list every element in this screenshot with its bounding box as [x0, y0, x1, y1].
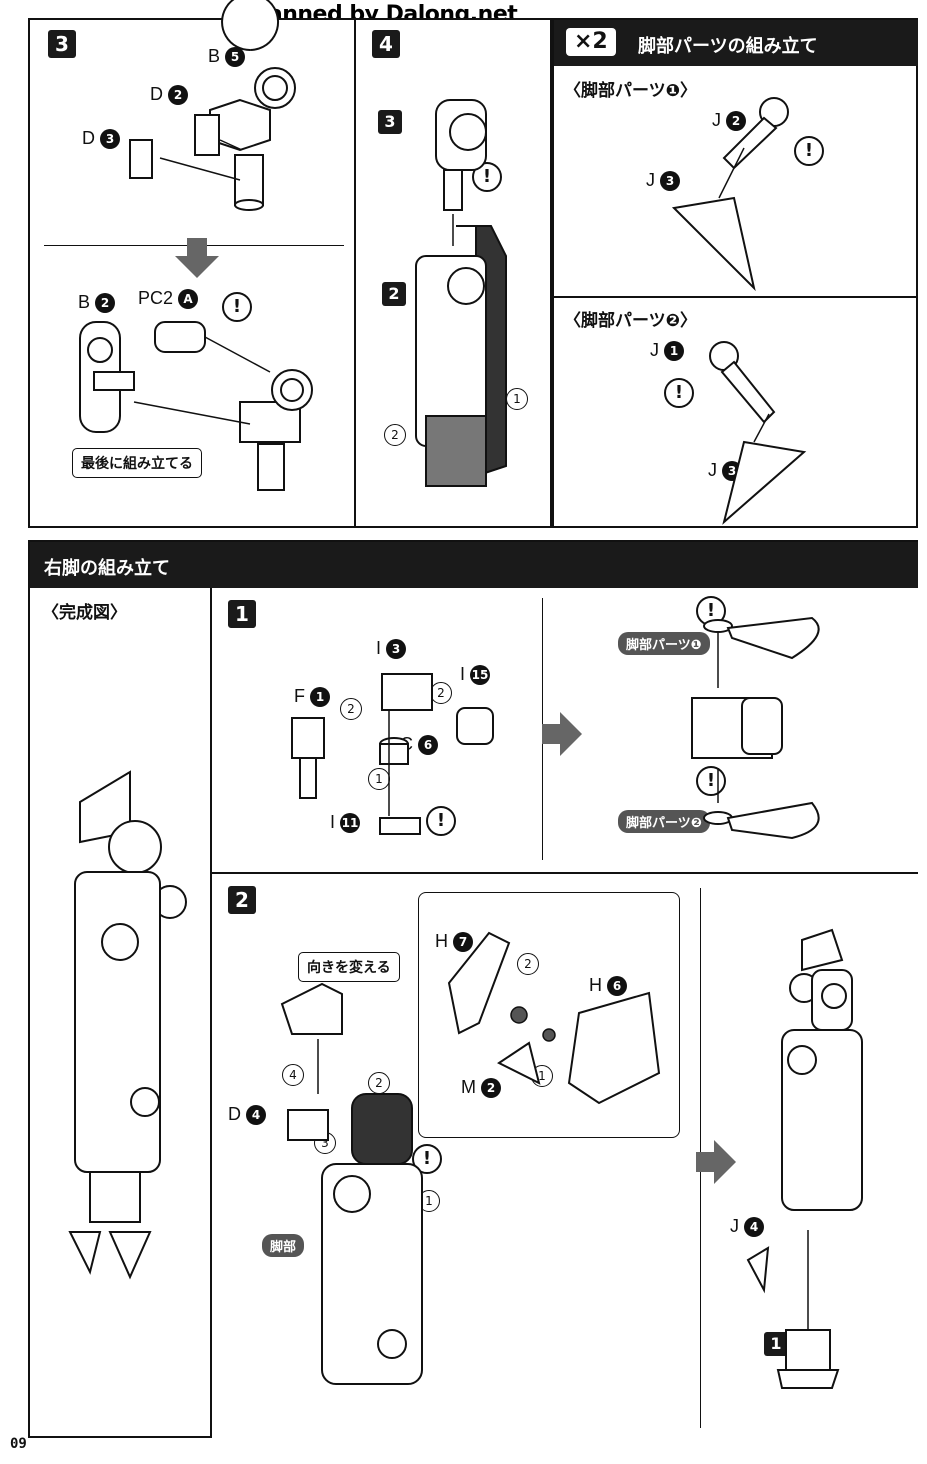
- x2-panel: ×2 脚部パーツの組み立て 〈脚部パーツ❶〉 J 2 J 3 ! 〈脚部パーツ❷…: [552, 18, 918, 528]
- part2-illustration: [694, 332, 814, 532]
- label-d2: D 2: [150, 84, 189, 106]
- order-2: 2: [368, 1072, 390, 1094]
- visor-detail-box: H 7 H 6 M 2 2 1: [418, 892, 680, 1138]
- right-arrow-icon: [696, 1140, 736, 1184]
- label-b2: B 2: [78, 292, 116, 314]
- label-h6: H 6: [589, 975, 628, 997]
- caution-icon: !: [794, 136, 824, 166]
- rl-step1-result-illustration: [682, 618, 862, 838]
- rl-step2-sub1-badge: 1: [764, 1332, 788, 1356]
- label-pc2: PC2 A: [138, 288, 199, 310]
- label-j1: J 1: [650, 340, 685, 362]
- down-arrow-icon: [175, 238, 219, 278]
- rl-step2-panel: 2 向きを変える D 4 4 3 2 1 ! 脚部 H 7 H 6 M 2 2 …: [210, 874, 918, 1438]
- rl-step1-parts-illustration: [282, 668, 502, 838]
- step3-number: 3: [48, 30, 76, 58]
- step4-leg-illustration: [396, 96, 536, 496]
- order-4: 4: [282, 1064, 304, 1086]
- rl-step2-number: 2: [228, 886, 256, 914]
- step4-panel: 4 3 ! 2 1 2: [354, 18, 552, 528]
- label-m2: M 2: [461, 1077, 502, 1099]
- step4-number: 4: [372, 30, 400, 58]
- order-1: 1: [418, 1190, 440, 1212]
- x2-badge: ×2: [566, 28, 616, 56]
- part1-title: 〈脚部パーツ❶〉: [564, 81, 698, 101]
- part2-title: 〈脚部パーツ❷〉: [564, 311, 698, 331]
- inner-order-2: 2: [517, 953, 539, 975]
- caution-icon: !: [696, 766, 726, 796]
- rl-step2-leg-illustration: [252, 984, 442, 1404]
- step3-upper-parts-illustration: [120, 0, 300, 230]
- caution-icon: !: [426, 806, 456, 836]
- leg-part-1-tag: 脚部パーツ❶: [618, 632, 710, 655]
- label-j4: J 4: [730, 1216, 765, 1238]
- step4-sub3-badge: 3: [378, 110, 402, 134]
- part1-illustration: [664, 88, 784, 288]
- leg-tag: 脚部: [262, 1234, 305, 1257]
- caution-icon: !: [472, 162, 502, 192]
- right-leg-section: 右脚の組み立て 〈完成図〉 1 I 3 F 1 I 15 C 6 I 11 1 …: [28, 540, 918, 1438]
- label-i3: I 3: [376, 638, 407, 660]
- change-orientation-callout: 向きを変える: [298, 952, 400, 982]
- caution-icon: !: [412, 1144, 442, 1174]
- label-d3: D 3: [82, 128, 121, 150]
- label-j3: J 3: [646, 170, 681, 192]
- label-j2: J 2: [712, 110, 747, 132]
- caution-icon: !: [664, 378, 694, 408]
- right-leg-header: 右脚の組み立て: [30, 542, 918, 588]
- label-i11: I 11: [330, 812, 361, 834]
- x2-header: ×2 脚部パーツの組み立て: [554, 20, 918, 66]
- label-i15: I 15: [460, 664, 491, 686]
- rl-step1-panel: 1 I 3 F 1 I 15 C 6 I 11 1 2 2 ! 脚部パーツ❶ 脚…: [210, 588, 918, 874]
- label-d4: D 4: [228, 1104, 267, 1126]
- right-arrow-icon: [542, 712, 582, 756]
- label-h7: H 7: [435, 931, 474, 953]
- caution-icon: !: [222, 292, 252, 322]
- assemble-last-callout: 最後に組み立てる: [72, 448, 202, 478]
- step3-lower-parts-illustration: [70, 312, 330, 502]
- x2-divider: [554, 296, 918, 298]
- label-b5: B 5: [208, 46, 246, 68]
- x2-title: 脚部パーツの組み立て: [638, 36, 818, 57]
- rl-step2-result-illustration: [742, 930, 882, 1390]
- completed-leg-illustration: [60, 762, 190, 1282]
- page-number: 09: [10, 1436, 27, 1452]
- order-2a: 2: [340, 698, 362, 720]
- complete-figure-title: 〈完成図〉: [42, 603, 127, 623]
- visor-parts-illustration: [439, 933, 669, 1123]
- label-f1: F 1: [294, 686, 331, 708]
- step4-sub2-badge: 2: [382, 282, 406, 306]
- rl-step1-number: 1: [228, 600, 256, 628]
- rotate-step-2: 2: [384, 424, 406, 446]
- leg-part-2-tag: 脚部パーツ❷: [618, 810, 710, 833]
- step3-panel: 3 B 5 D 2 D 3 B 2 PC2 A ! 最後に組み立てる: [28, 0, 356, 528]
